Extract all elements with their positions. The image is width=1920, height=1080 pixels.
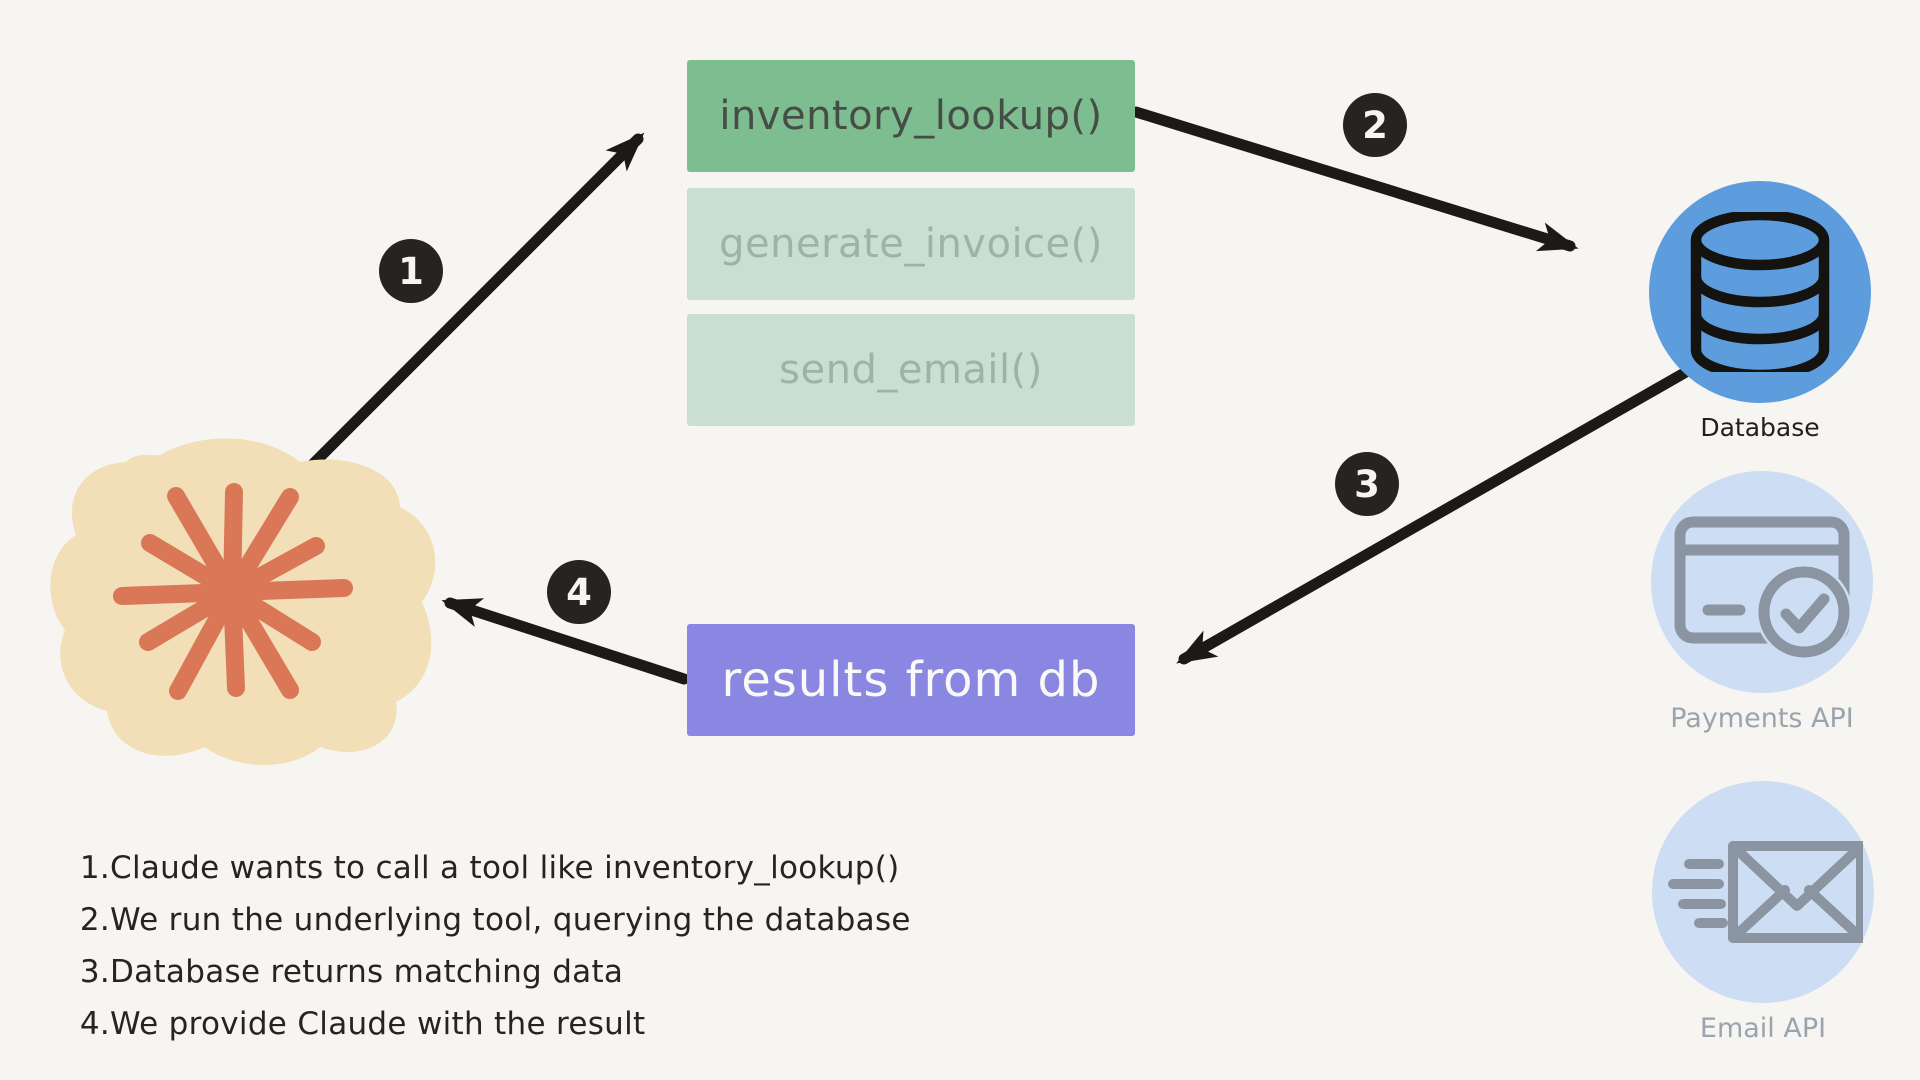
step-badge-4: 4	[547, 560, 611, 624]
step-badge-number: 2	[1362, 103, 1388, 147]
legend-number: 2.	[79, 902, 110, 938]
payments-icon	[1674, 516, 1852, 660]
step-badge-1: 1	[379, 239, 443, 303]
legend-item-3: 3. Database returns matching data	[62, 946, 911, 998]
legend-item-2: 2. We run the underlying tool, querying …	[62, 894, 911, 946]
step-badge-number: 3	[1354, 462, 1380, 506]
service-email-api: Email API	[1652, 781, 1874, 1044]
tool-label: generate_invoice()	[719, 221, 1103, 267]
step-badge-3: 3	[1335, 452, 1399, 516]
arrow-step-4	[441, 597, 690, 685]
email-api-label: Email API	[1699, 1013, 1827, 1044]
legend-item-1: 1. Claude wants to call a tool like inve…	[62, 842, 911, 894]
legend-number: 3.	[79, 954, 110, 990]
database-circle	[1649, 181, 1871, 403]
tool-box-inventory-lookup: inventory_lookup()	[687, 60, 1135, 172]
payments-api-label: Payments API	[1670, 703, 1854, 734]
claude-starburst-icon	[50, 438, 436, 765]
result-label: results from db	[721, 652, 1101, 708]
step-badge-number: 4	[566, 570, 592, 614]
step-badge-2: 2	[1343, 93, 1407, 157]
tool-box-send-email: send_email()	[687, 314, 1135, 426]
tool-label: inventory_lookup()	[719, 93, 1103, 139]
legend-number: 1.	[79, 850, 110, 886]
legend-item-4: 4. We provide Claude with the result	[62, 998, 911, 1050]
database-icon	[1690, 212, 1830, 372]
legend-text: Claude wants to call a tool like invento…	[110, 850, 900, 886]
step-badge-number: 1	[398, 249, 424, 293]
email-circle	[1652, 781, 1874, 1003]
email-icon	[1668, 841, 1863, 943]
arrow-step-1	[294, 132, 645, 483]
legend-text: We provide Claude with the result	[110, 1006, 646, 1042]
payments-circle	[1651, 471, 1873, 693]
claude-star-rays	[113, 483, 353, 700]
legend-text: We run the underlying tool, querying the…	[110, 902, 911, 938]
tool-label: send_email()	[779, 347, 1043, 393]
results-from-db-box: results from db	[687, 624, 1135, 736]
database-label: Database	[1700, 413, 1820, 442]
arrow-step-2	[1130, 106, 1579, 252]
service-payments-api: Payments API	[1651, 471, 1873, 734]
tool-box-generate-invoice: generate_invoice()	[687, 188, 1135, 300]
legend-text: Database returns matching data	[110, 954, 624, 990]
legend-number: 4.	[79, 1006, 110, 1042]
service-database: Database	[1649, 181, 1871, 442]
steps-legend: 1. Claude wants to call a tool like inve…	[62, 842, 911, 1050]
arrow-step-3	[1176, 366, 1692, 665]
